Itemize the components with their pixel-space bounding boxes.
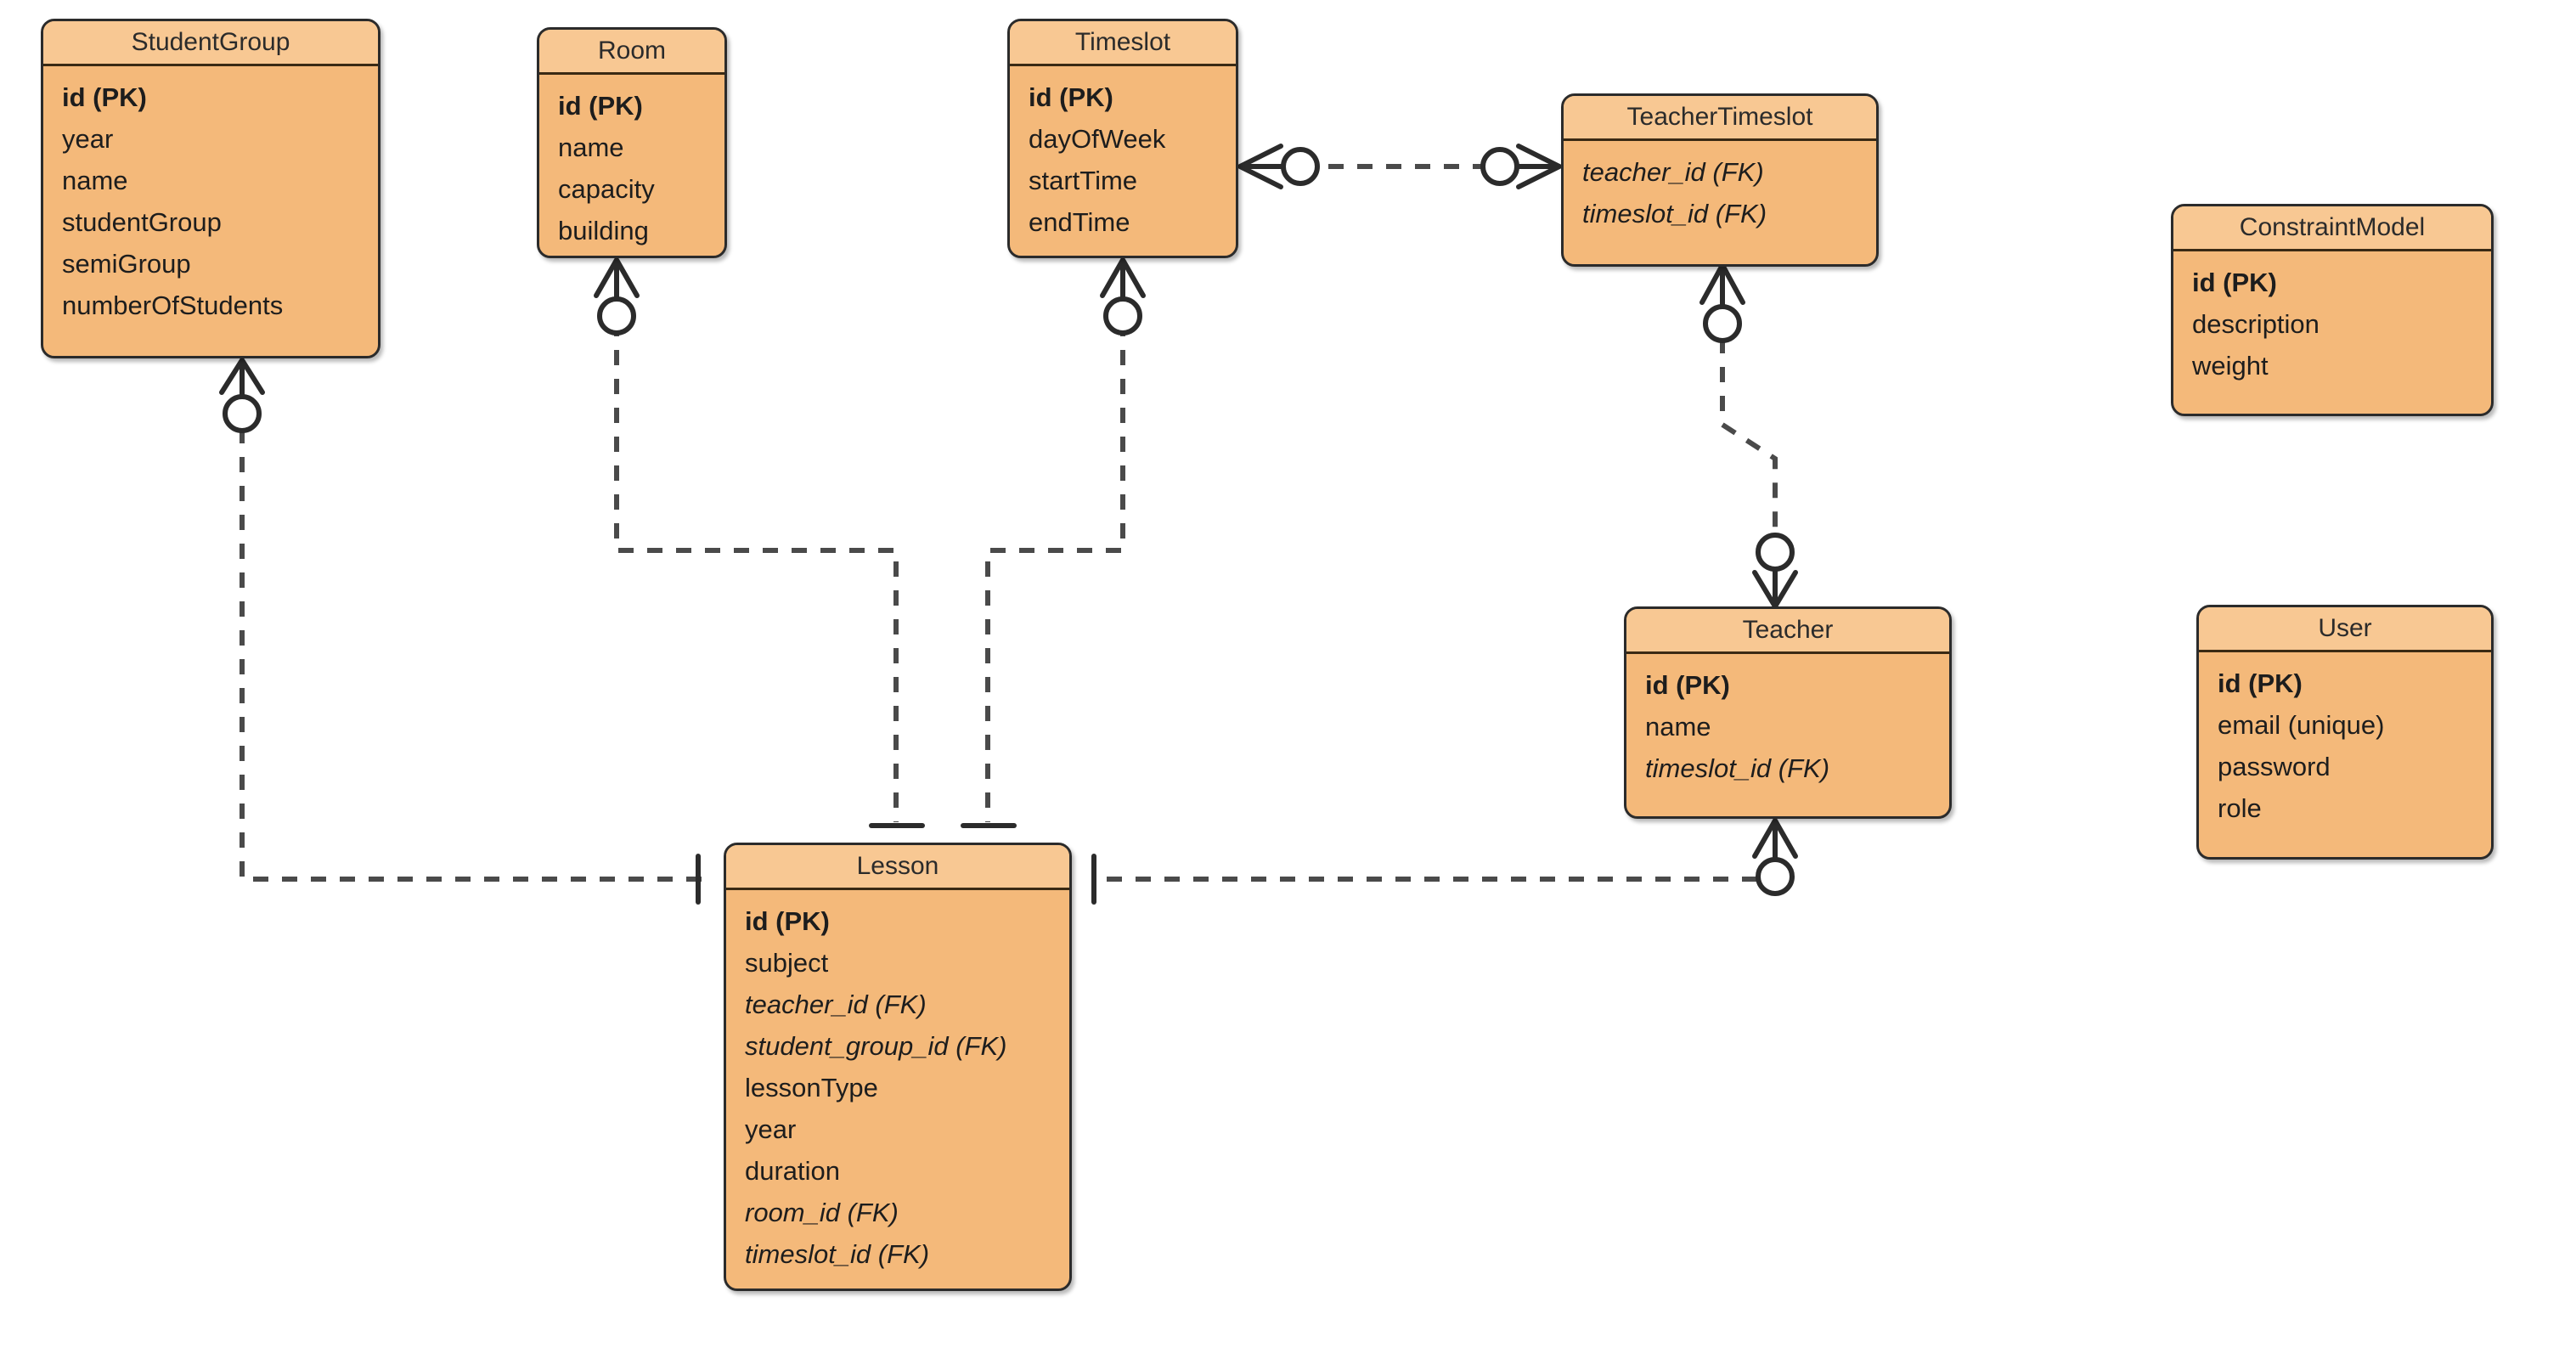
attribute-row: startTime bbox=[1029, 166, 1138, 195]
entity-room[interactable]: Room id (PK) name capacity building bbox=[537, 27, 727, 258]
entity-teachertimeslot[interactable]: TeacherTimeslot teacher_id (FK) timeslot… bbox=[1561, 93, 1879, 267]
attribute-row: year bbox=[62, 124, 114, 154]
attribute-row: role bbox=[2218, 793, 2262, 823]
cardinality-zero-or-many-room-bottom bbox=[594, 257, 640, 336]
attribute-row: id (PK) bbox=[1029, 82, 1113, 112]
entity-title-teachertimeslot: TeacherTimeslot bbox=[1564, 96, 1876, 141]
attribute-row: id (PK) bbox=[2192, 268, 2277, 297]
cardinality-zero-or-many-teacher-top bbox=[1752, 533, 1798, 609]
entity-title-user: User bbox=[2199, 607, 2491, 652]
edge-studentgroup-lesson bbox=[240, 399, 705, 882]
attribute-row: id (PK) bbox=[2218, 668, 2303, 698]
entity-lesson[interactable]: Lesson id (PK) subject teacher_id (FK) s… bbox=[724, 843, 1072, 1291]
attribute-row: year bbox=[745, 1114, 797, 1144]
attribute-row: timeslot_id (FK) bbox=[745, 1239, 930, 1269]
attribute-row: id (PK) bbox=[745, 906, 830, 936]
attribute-row: teacher_id (FK) bbox=[1582, 157, 1764, 187]
cardinality-zero-or-many-teacher-bottom bbox=[1752, 818, 1798, 896]
attribute-row: subject bbox=[745, 948, 829, 978]
attribute-row: duration bbox=[745, 1156, 841, 1186]
attribute-list-user: id (PK) email (unique) password role bbox=[2199, 652, 2491, 841]
entity-title-room: Room bbox=[539, 30, 724, 75]
entity-title-studentgroup: StudentGroup bbox=[43, 21, 378, 66]
attribute-row: studentGroup bbox=[62, 207, 222, 237]
attribute-list-teachertimeslot: teacher_id (FK) timeslot_id (FK) bbox=[1564, 141, 1876, 246]
attribute-row: email (unique) bbox=[2218, 710, 2385, 740]
edge-timeslot-lesson bbox=[985, 321, 1125, 822]
attribute-row: name bbox=[62, 166, 128, 195]
attribute-list-timeslot: id (PK) dayOfWeek startTime endTime bbox=[1010, 66, 1236, 255]
edge-teachertimeslot-teacher bbox=[1720, 309, 1778, 559]
entity-title-constraintmodel: ConstraintModel bbox=[2173, 206, 2491, 251]
attribute-row: timeslot_id (FK) bbox=[1582, 199, 1767, 228]
attribute-row: id (PK) bbox=[1645, 670, 1730, 700]
attribute-row: numberOfStudents bbox=[62, 290, 284, 320]
attribute-row: password bbox=[2218, 752, 2331, 781]
attribute-list-teacher: id (PK) name timeslot_id (FK) bbox=[1626, 654, 1949, 801]
cardinality-zero-or-many-timeslot-right bbox=[1237, 144, 1320, 189]
attribute-list-lesson: id (PK) subject teacher_id (FK) student_… bbox=[726, 890, 1069, 1287]
attribute-row: weight bbox=[2192, 351, 2269, 381]
attribute-row: dayOfWeek bbox=[1029, 124, 1166, 154]
entity-title-timeslot: Timeslot bbox=[1010, 21, 1236, 66]
edge-room-lesson bbox=[614, 321, 899, 822]
cardinality-zero-or-many-teachertimeslot-bottom bbox=[1699, 262, 1745, 343]
cardinality-zero-or-many-timeslot-bottom bbox=[1100, 257, 1146, 336]
attribute-row: lessonType bbox=[745, 1073, 878, 1102]
attribute-list-room: id (PK) name capacity building bbox=[539, 75, 724, 256]
entity-teacher[interactable]: Teacher id (PK) name timeslot_id (FK) bbox=[1624, 606, 1952, 819]
cardinality-zero-or-many-studentgroup-bottom bbox=[219, 358, 265, 433]
entity-title-teacher: Teacher bbox=[1626, 609, 1949, 654]
attribute-list-studentgroup: id (PK) year name studentGroup semiGroup… bbox=[43, 66, 378, 338]
attribute-row: timeslot_id (FK) bbox=[1645, 753, 1830, 783]
edge-teacher-lesson bbox=[1091, 868, 1778, 882]
attribute-row: id (PK) bbox=[62, 82, 147, 112]
attribute-row: semiGroup bbox=[62, 249, 191, 279]
attribute-row: teacher_id (FK) bbox=[745, 990, 927, 1019]
attribute-row: name bbox=[558, 133, 624, 162]
attribute-row: name bbox=[1645, 712, 1711, 742]
entity-studentgroup[interactable]: StudentGroup id (PK) year name studentGr… bbox=[41, 19, 380, 358]
attribute-row: description bbox=[2192, 309, 2320, 339]
entity-user[interactable]: User id (PK) email (unique) password rol… bbox=[2196, 605, 2494, 860]
cardinality-zero-or-many-teachertimeslot-left bbox=[1480, 144, 1562, 189]
entity-timeslot[interactable]: Timeslot id (PK) dayOfWeek startTime end… bbox=[1007, 19, 1238, 258]
entity-constraintmodel[interactable]: ConstraintModel id (PK) description weig… bbox=[2171, 204, 2494, 416]
attribute-list-constraintmodel: id (PK) description weight bbox=[2173, 251, 2491, 398]
attribute-row: building bbox=[558, 216, 649, 245]
entity-title-lesson: Lesson bbox=[726, 845, 1069, 890]
attribute-row: endTime bbox=[1029, 207, 1130, 237]
attribute-row: id (PK) bbox=[558, 91, 643, 121]
attribute-row: capacity bbox=[558, 174, 655, 204]
attribute-row: room_id (FK) bbox=[745, 1198, 899, 1227]
attribute-row: student_group_id (FK) bbox=[745, 1031, 1007, 1061]
